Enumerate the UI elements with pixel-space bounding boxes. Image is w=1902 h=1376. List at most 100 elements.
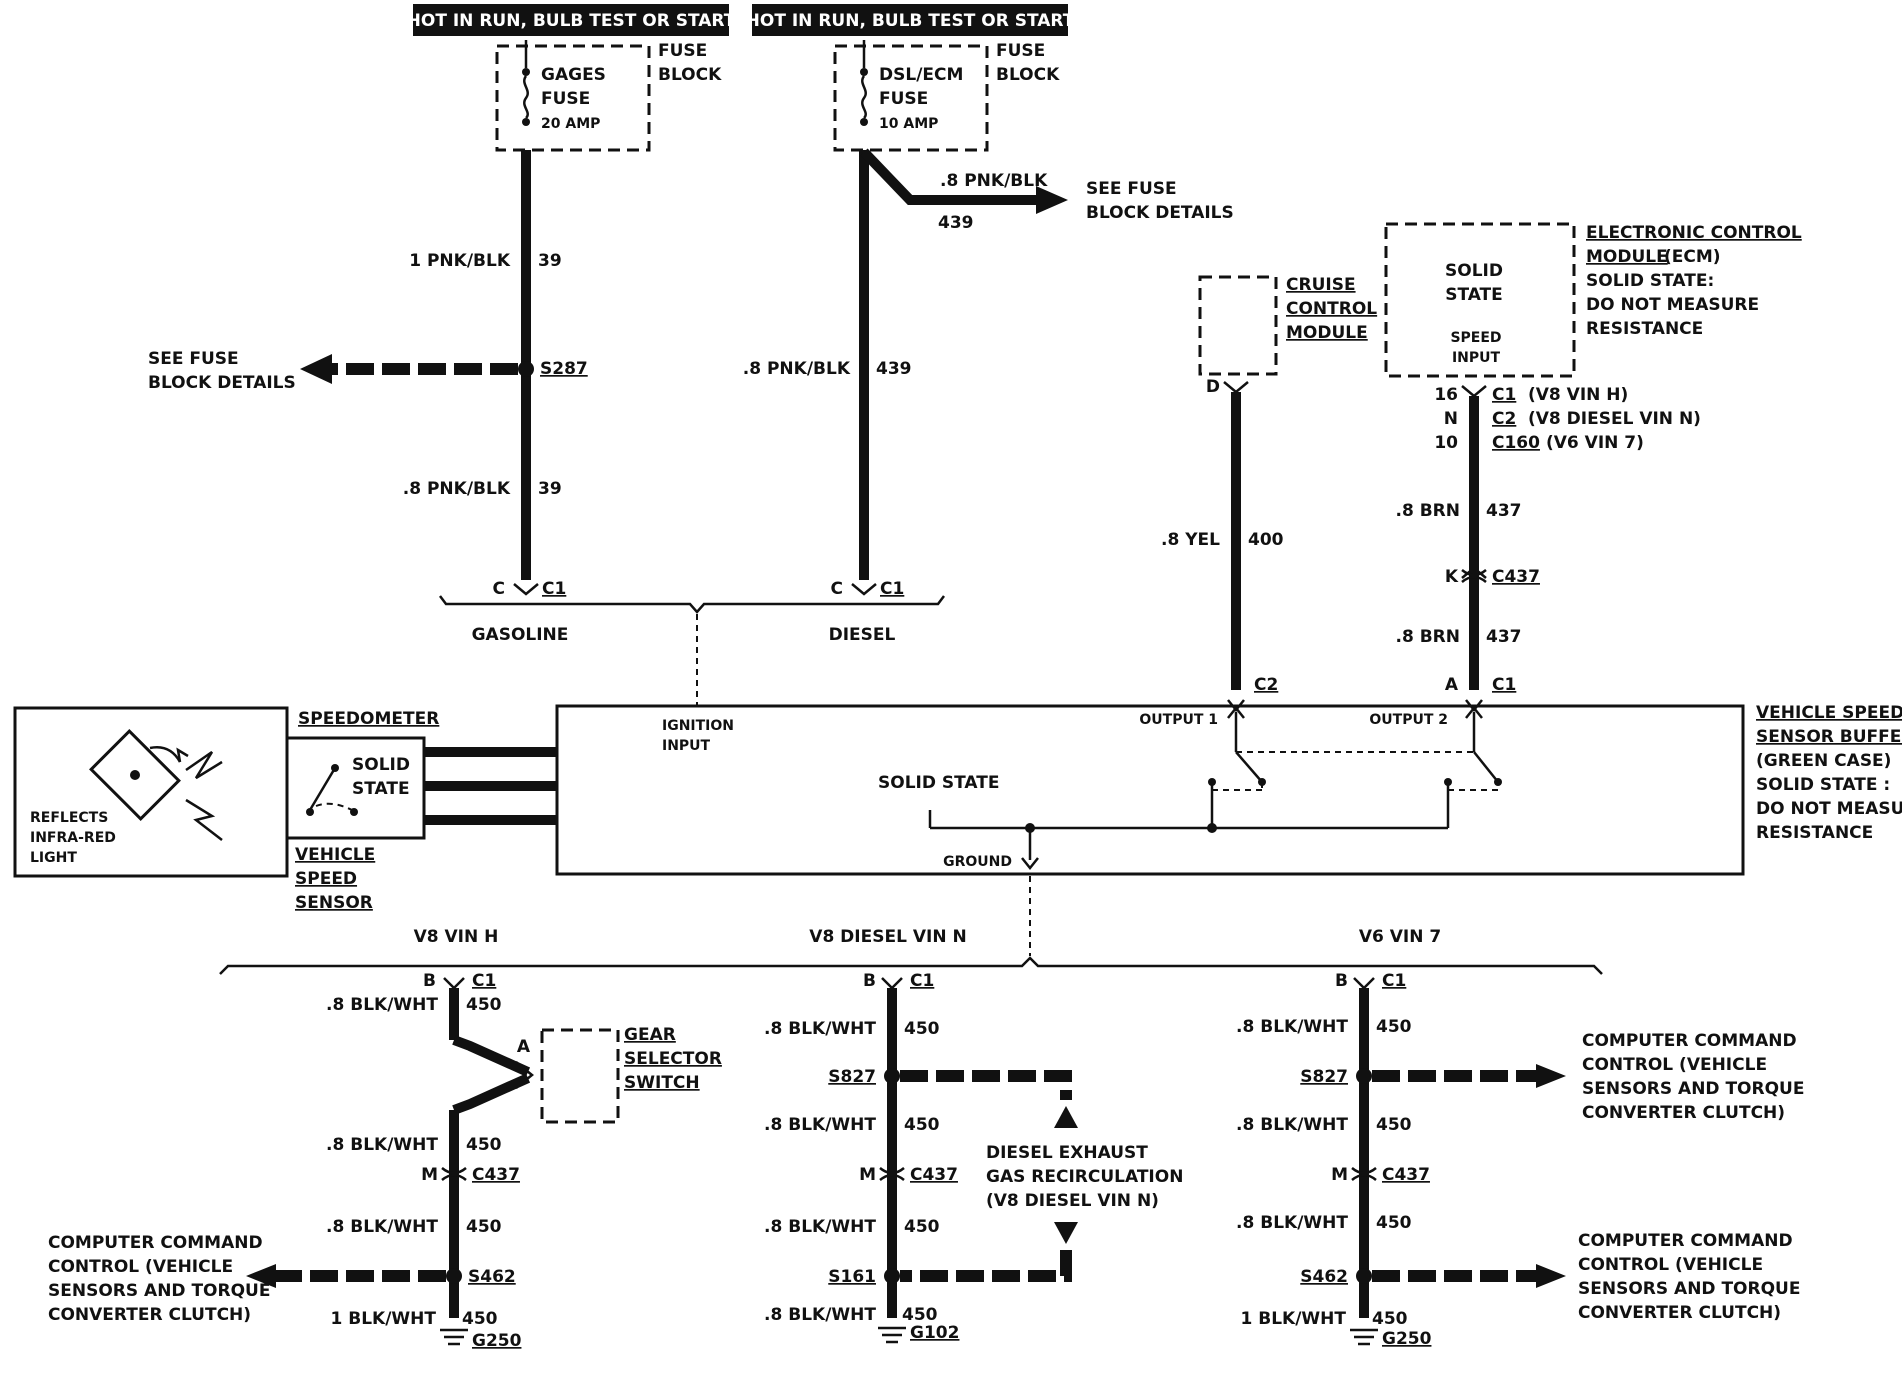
label-gasoline: GASOLINE	[472, 625, 569, 645]
buffer-ground: GROUND	[943, 854, 1012, 870]
cruise-line3: MODULE	[1286, 323, 1368, 343]
c2-pin-m: M	[859, 1165, 876, 1185]
splice-s287	[518, 361, 534, 377]
wire-39-num-1: 39	[538, 251, 562, 271]
c3-conn-c437: C437	[1382, 1165, 1430, 1185]
ecm-note-3: (V6 VIN 7)	[1546, 433, 1644, 453]
c3-wire-num-1: 450	[1376, 1017, 1412, 1037]
buffer-output-1: OUTPUT 1	[1139, 712, 1218, 728]
wire-437-label-2: .8 BRN	[1396, 627, 1460, 647]
c2-wire-num-2: 450	[904, 1115, 940, 1135]
ecm-title-5: RESISTANCE	[1586, 319, 1703, 339]
gear-1: GEAR	[624, 1025, 676, 1045]
c2-conn-c437: C437	[910, 1165, 958, 1185]
ecm-pin-a: A	[1445, 675, 1459, 695]
c3-g250: G250	[1382, 1329, 1432, 1349]
c1-wire-num-1: 450	[466, 995, 502, 1015]
c3-ccc-4a: CONVERTER CLUTCH)	[1582, 1103, 1785, 1123]
wire-439-num: 439	[876, 359, 912, 379]
header-gasoline-bg	[413, 4, 729, 36]
wire-400-num: 400	[1248, 530, 1284, 550]
gages-fuse-rating: 20 AMP	[541, 116, 600, 132]
ignition-input-2: INPUT	[662, 738, 711, 754]
buffer-title-1: VEHICLE SPEED	[1756, 703, 1902, 723]
c1-wire-num-3: 450	[466, 1217, 502, 1237]
vss-buffer-box	[555, 704, 1745, 876]
fuse-block-label-1: FUSE	[658, 41, 707, 61]
ecm-conn-c437: C437	[1492, 567, 1540, 587]
ecm-title-2: MODULE	[1586, 247, 1668, 267]
wire-39-label-2: .8 PNK/BLK	[403, 479, 511, 499]
see-fuse-2: SEE FUSE	[1086, 179, 1177, 199]
variant-v8h: V8 VIN H	[414, 927, 499, 947]
fuse-block-label-2: BLOCK	[658, 65, 722, 85]
wire-439-branch-num: 439	[938, 213, 974, 233]
label-diesel: DIESEL	[829, 625, 896, 645]
dsl-fuse-box	[833, 44, 989, 152]
c3-wire-label-1: .8 BLK/WHT	[1236, 1017, 1348, 1037]
variant-brace-bottom	[219, 956, 1603, 975]
c1-ccc-2: CONTROL (VEHICLE	[48, 1257, 233, 1277]
c3-ccc-1a: COMPUTER COMMAND	[1582, 1031, 1797, 1051]
splice-s462-v8h	[446, 1268, 462, 1284]
wire-437-label-1: .8 BRN	[1396, 501, 1460, 521]
fuse-block-label-3: FUSE	[996, 41, 1045, 61]
wire-437-num-1: 437	[1486, 501, 1522, 521]
gear-2: SELECTOR	[624, 1049, 722, 1069]
see-fuse-2b: BLOCK DETAILS	[1086, 203, 1234, 223]
c1-wire-label-3: .8 BLK/WHT	[326, 1217, 438, 1237]
buffer-title-2: SENSOR BUFFER	[1756, 727, 1902, 747]
c1-wire-num-4: 450	[462, 1309, 498, 1329]
gear-3: SWITCH	[624, 1073, 700, 1093]
header-gasoline: HOT IN RUN, BULB TEST OR START	[407, 11, 736, 31]
dsl-fuse-label: DSL/ECM	[879, 65, 963, 85]
reflects-3: LIGHT	[30, 850, 77, 866]
c1-g250: G250	[472, 1331, 522, 1351]
variant-v6: V6 VIN 7	[1359, 927, 1441, 947]
c1-conn-c1: C1	[472, 971, 496, 991]
c3-s827: S827	[1300, 1067, 1348, 1087]
splice-s827-diesel	[884, 1068, 900, 1084]
c2-pin-b: B	[863, 971, 876, 991]
ecm-pin-k: K	[1445, 567, 1459, 587]
c2-conn-c1: C1	[910, 971, 934, 991]
cruise-control-module-box	[1198, 275, 1278, 376]
c3-s462: S462	[1300, 1267, 1348, 1287]
ground-icon	[878, 1326, 906, 1344]
ecm-conn-c160: C160	[1492, 433, 1540, 453]
speedometer-label: SPEEDOMETER	[298, 709, 439, 729]
ecm-pin-10: 10	[1434, 433, 1458, 453]
c2-s827: S827	[828, 1067, 876, 1087]
gear-selector-switch-box	[540, 1028, 620, 1124]
variant-v8n: V8 DIESEL VIN N	[809, 927, 966, 947]
vss-box	[285, 736, 426, 840]
c1-ccc-3: SENSORS AND TORQUE	[48, 1281, 270, 1301]
buffer-title-4: SOLID STATE :	[1756, 775, 1890, 795]
cruise-conn-c2: C2	[1254, 675, 1278, 695]
c3-ccc-3a: SENSORS AND TORQUE	[1582, 1079, 1804, 1099]
c3-ccc-2b: CONTROL (VEHICLE	[1578, 1255, 1763, 1275]
ecm-pin-n: N	[1444, 409, 1458, 429]
buffer-output-2: OUTPUT 2	[1369, 712, 1448, 728]
ecm-inner-1: SOLID	[1445, 261, 1503, 281]
vss-label-2: SPEED	[295, 869, 357, 889]
infra-red-emitter-icon	[89, 729, 223, 841]
ecm-note-1: (V8 VIN H)	[1528, 385, 1628, 405]
ecm-conn-c2: C2	[1492, 409, 1516, 429]
ecm-pin-16: 16	[1434, 385, 1458, 405]
wire-39-label-1: 1 PNK/BLK	[409, 251, 511, 271]
gages-fuse-box	[495, 44, 651, 152]
c3-ccc-2a: CONTROL (VEHICLE	[1582, 1055, 1767, 1075]
ignition-input-1: IGNITION	[662, 718, 734, 734]
wire-439-label: .8 PNK/BLK	[743, 359, 851, 379]
c3-wire-num-3: 450	[1376, 1213, 1412, 1233]
header-diesel: HOT IN RUN, BULB TEST OR START	[746, 11, 1075, 31]
see-fuse-1b: BLOCK DETAILS	[148, 373, 296, 393]
splice-s462-v6	[1356, 1268, 1372, 1284]
ecm-inner-4: INPUT	[1452, 350, 1501, 366]
vss-label-3: SENSOR	[295, 893, 373, 913]
splice-s827-v6	[1356, 1068, 1372, 1084]
dsl-fuse-rating: 10 AMP	[879, 116, 938, 132]
c1-conn-c437: C437	[472, 1165, 520, 1185]
ground-icon	[1350, 1328, 1378, 1346]
